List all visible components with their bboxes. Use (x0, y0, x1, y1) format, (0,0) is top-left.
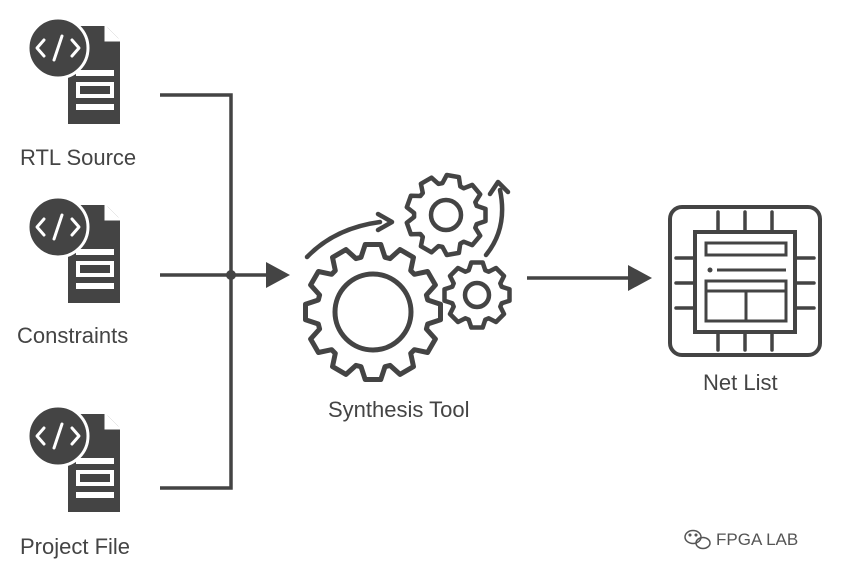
gear-hub (332, 271, 414, 353)
net-list-label: Net List (703, 370, 778, 395)
rotation-arrowhead-left (375, 211, 395, 233)
rtl-source-label: RTL Source (20, 145, 137, 170)
rotation-arrow-left (304, 219, 383, 260)
constraints-file-icon (26, 195, 122, 305)
gear-hub (462, 280, 492, 310)
constraints-label: Constraints (17, 323, 129, 348)
small-gear-top-icon (404, 172, 488, 258)
project-file-label: Project File (20, 534, 131, 559)
project-file-icon (26, 404, 122, 514)
synthesis-tool-label: Synthesis Tool (328, 397, 470, 422)
gear-outline (442, 260, 512, 330)
synthesis-gears-icon (303, 172, 512, 382)
gear-outline (303, 242, 443, 382)
small-gear-right-icon (442, 260, 512, 330)
input-connectors (160, 93, 268, 490)
gear-hub (428, 197, 464, 233)
rotation-arrow-right (483, 187, 505, 258)
junction-dot (226, 270, 236, 280)
arrow-to-netlist-head (628, 265, 652, 291)
gear-outline (404, 172, 488, 258)
rotation-arrowhead-right (487, 179, 511, 197)
arrow-to-tool (266, 262, 290, 288)
wechat-icon (684, 529, 711, 550)
watermark-text: FPGA LAB (716, 530, 799, 549)
rtl-source-file-icon (26, 16, 122, 126)
large-gear-icon (303, 242, 443, 382)
netlist-chip-icon (668, 205, 822, 357)
